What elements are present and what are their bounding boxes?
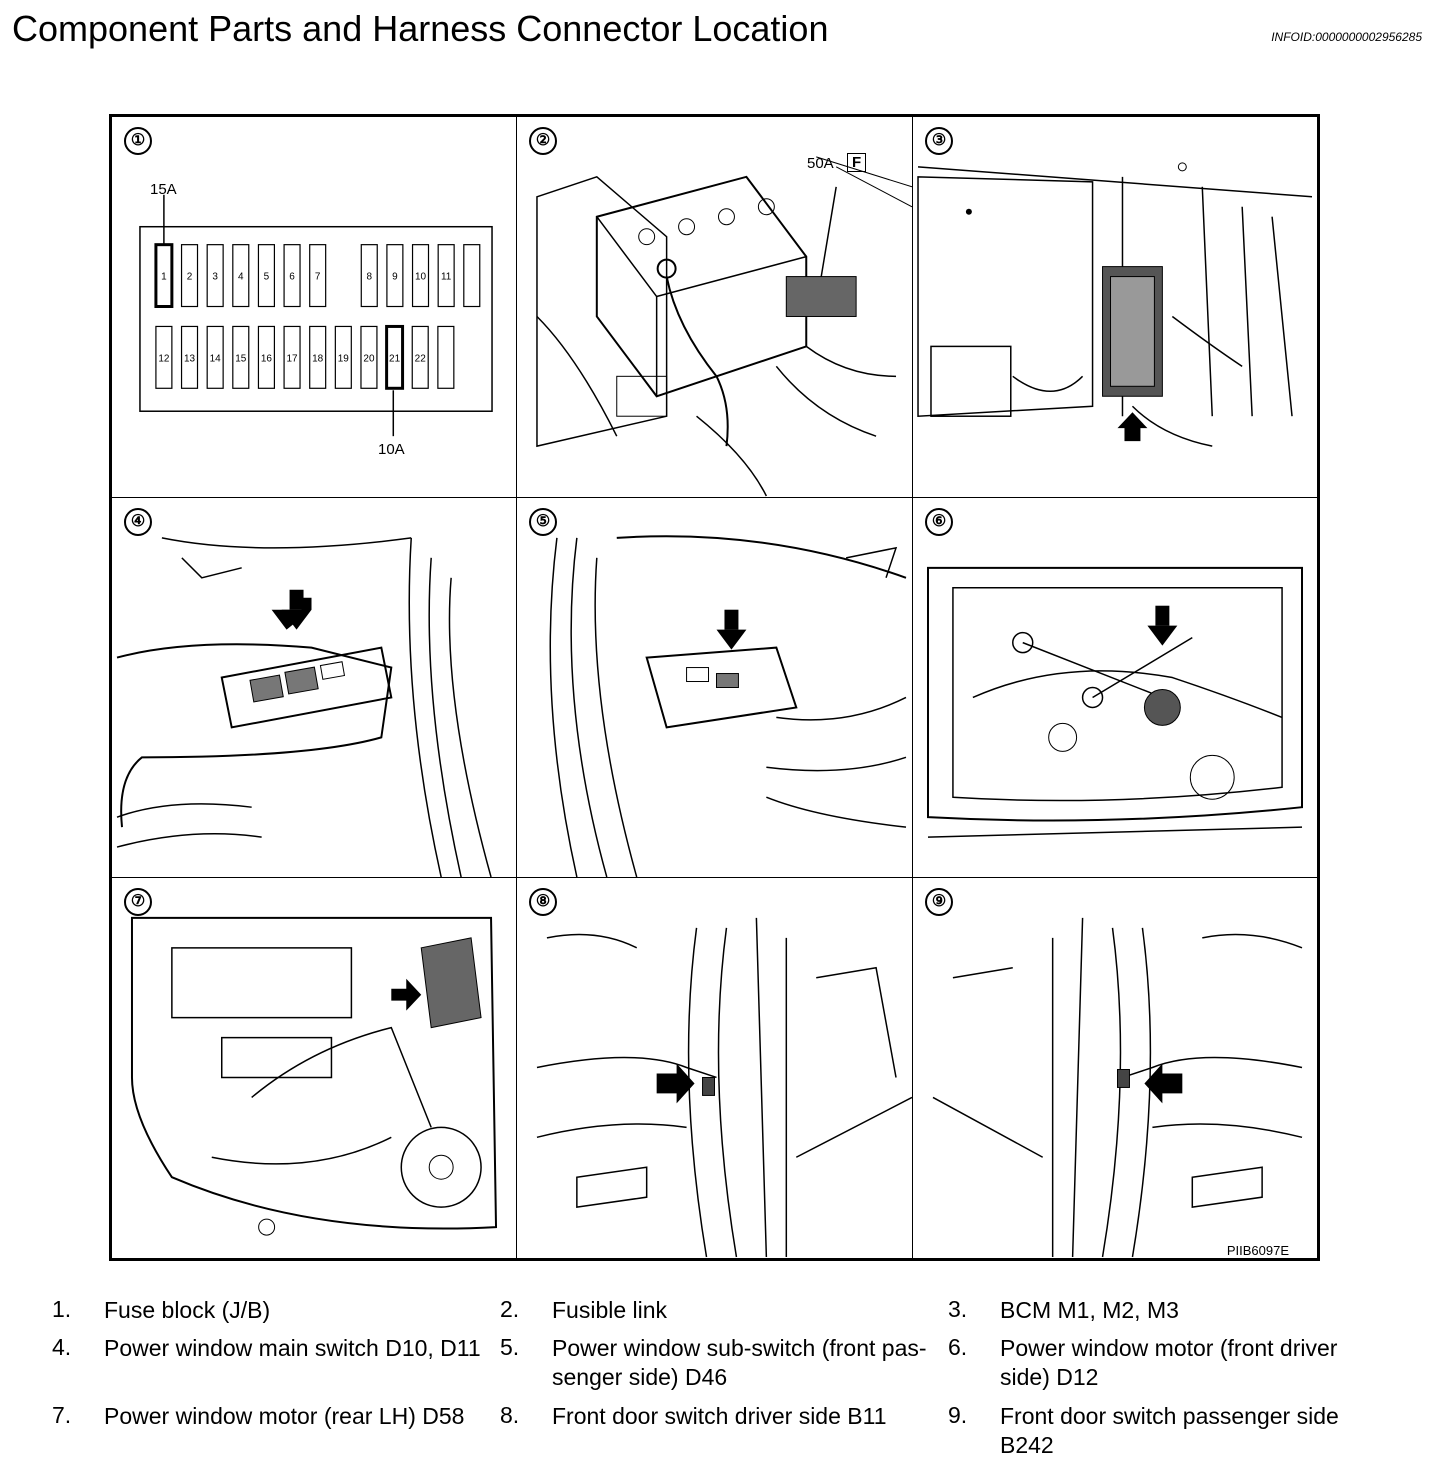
fuse-number: 7 bbox=[315, 272, 321, 283]
fuse-number: 1 bbox=[161, 272, 167, 283]
fuse-slot bbox=[206, 325, 224, 389]
panel-number: ② bbox=[529, 127, 557, 155]
fuse-number: 13 bbox=[184, 353, 196, 364]
panel-9-door-switch-passenger: ⑨ PIIB6097E bbox=[913, 878, 1320, 1261]
figure-code: PIIB6097E bbox=[1226, 1243, 1289, 1258]
fuse-slot bbox=[232, 244, 250, 308]
legend-text: Front door switch passenger side B242 bbox=[1000, 1403, 1339, 1458]
fuse-slot bbox=[334, 325, 352, 389]
panel-8-door-switch-driver: ⑧ bbox=[517, 878, 913, 1261]
fuse-slot bbox=[437, 325, 455, 389]
fuse-number: 15 bbox=[235, 353, 247, 364]
legend-text: Power window sub-switch (front pas-senge… bbox=[552, 1335, 927, 1390]
fuse-slot bbox=[463, 244, 481, 308]
bcm-drawing bbox=[917, 162, 1313, 447]
fuse-number: 6 bbox=[289, 272, 295, 283]
panel-number: ④ bbox=[124, 508, 152, 536]
panel-number: ⑦ bbox=[124, 888, 152, 916]
panel-7-window-motor-rear: ⑦ bbox=[112, 878, 517, 1261]
fuse-slot bbox=[360, 244, 378, 308]
panel-5-sub-switch: ⑤ bbox=[517, 498, 913, 878]
panel-number: ⑨ bbox=[925, 888, 953, 916]
fuse-slot bbox=[309, 244, 327, 308]
door-pillar-driver-drawing bbox=[536, 917, 912, 1258]
panel-number: ① bbox=[124, 127, 152, 155]
fuse-slot bbox=[180, 244, 199, 308]
fuse-slot bbox=[309, 325, 327, 389]
fuse-number: 2 bbox=[187, 272, 193, 283]
fuse-number: 19 bbox=[338, 353, 350, 364]
panel-6-window-motor-front: ⑥ bbox=[913, 498, 1320, 878]
legend-text: BCM M1, M2, M3 bbox=[1000, 1297, 1179, 1323]
legend-number: 6. bbox=[948, 1334, 968, 1360]
fuse-number: 5 bbox=[264, 272, 270, 283]
fuse-number: 9 bbox=[392, 272, 398, 283]
fuse-slot bbox=[257, 244, 276, 308]
legend-number: 7. bbox=[52, 1402, 72, 1428]
legend-text: Power window motor (rear LH) D58 bbox=[104, 1403, 465, 1429]
fuse-slot bbox=[360, 325, 378, 389]
fuse-slot bbox=[232, 325, 250, 389]
info-id: INFOID:0000000002956285 bbox=[1271, 30, 1422, 44]
fuse-15a-label: 15A bbox=[150, 181, 177, 198]
fuse-slot bbox=[411, 244, 430, 308]
fuse-number: 17 bbox=[287, 353, 299, 364]
fusible-link-f-box: F bbox=[847, 153, 867, 172]
panel-4-main-switch: ④ bbox=[112, 498, 517, 878]
legend-text: Power window motor (front driver side) D… bbox=[1000, 1335, 1338, 1390]
legend-number: 8. bbox=[500, 1402, 520, 1428]
panel-3-bcm: ③ bbox=[913, 117, 1320, 498]
fuse-number: 20 bbox=[363, 353, 375, 364]
fuse-number: 18 bbox=[312, 353, 324, 364]
panel-2-fusible-link: ② 50A F bbox=[517, 117, 913, 498]
legend-number: 4. bbox=[52, 1334, 72, 1360]
page-title: Component Parts and Harness Connector Lo… bbox=[12, 8, 829, 49]
panel-number: ③ bbox=[925, 127, 953, 155]
fuse-slot bbox=[437, 244, 455, 308]
fuse-number: 10 bbox=[415, 272, 427, 283]
legend-number: 1. bbox=[52, 1296, 72, 1322]
fuse-10a-label: 10A bbox=[378, 441, 405, 458]
fuse-number: 21 bbox=[389, 353, 401, 364]
fuse-number: 4 bbox=[238, 272, 244, 283]
legend-text: Front door switch driver side B11 bbox=[552, 1403, 887, 1429]
door-pillar-passenger-drawing bbox=[932, 917, 1303, 1258]
fuse-number: 8 bbox=[366, 272, 372, 283]
fuse-slot bbox=[411, 325, 429, 389]
fuse-number: 12 bbox=[158, 353, 170, 364]
door-trim-passenger-drawing bbox=[549, 535, 907, 877]
fuse-number: 3 bbox=[212, 272, 218, 283]
legend-number: 9. bbox=[948, 1402, 968, 1428]
fuse-number: 14 bbox=[210, 353, 222, 364]
fuse-slot bbox=[257, 325, 276, 389]
fuse-slot bbox=[283, 244, 301, 308]
legend-number: 2. bbox=[500, 1296, 520, 1322]
fuse-slot bbox=[206, 244, 224, 308]
fusible-link-50a-label: 50A bbox=[807, 155, 834, 172]
fuse-slot bbox=[155, 325, 173, 389]
panel-number: ⑥ bbox=[925, 508, 953, 536]
legend-number: 3. bbox=[948, 1296, 968, 1322]
legend-text: Fusible link bbox=[552, 1297, 668, 1323]
fuse-number: 22 bbox=[415, 353, 427, 364]
legend-number: 5. bbox=[500, 1334, 520, 1360]
door-inner-front-drawing bbox=[926, 566, 1304, 838]
door-inner-rear-drawing bbox=[130, 916, 498, 1236]
fuse-slot bbox=[180, 325, 199, 389]
panel-number: ⑧ bbox=[529, 888, 557, 916]
battery-drawing bbox=[536, 156, 912, 497]
door-trim-driver-drawing bbox=[116, 537, 492, 877]
legend-text: Power window main switch D10, D11 bbox=[104, 1335, 481, 1361]
fuse-number: 16 bbox=[261, 353, 273, 364]
legend-text: Fuse block (J/B) bbox=[104, 1297, 271, 1323]
panel-number: ⑤ bbox=[529, 508, 557, 536]
fuse-slot bbox=[385, 324, 405, 390]
fuse-slot bbox=[283, 325, 301, 389]
fuse-slot bbox=[386, 244, 404, 308]
fuse-number: 11 bbox=[441, 272, 452, 283]
